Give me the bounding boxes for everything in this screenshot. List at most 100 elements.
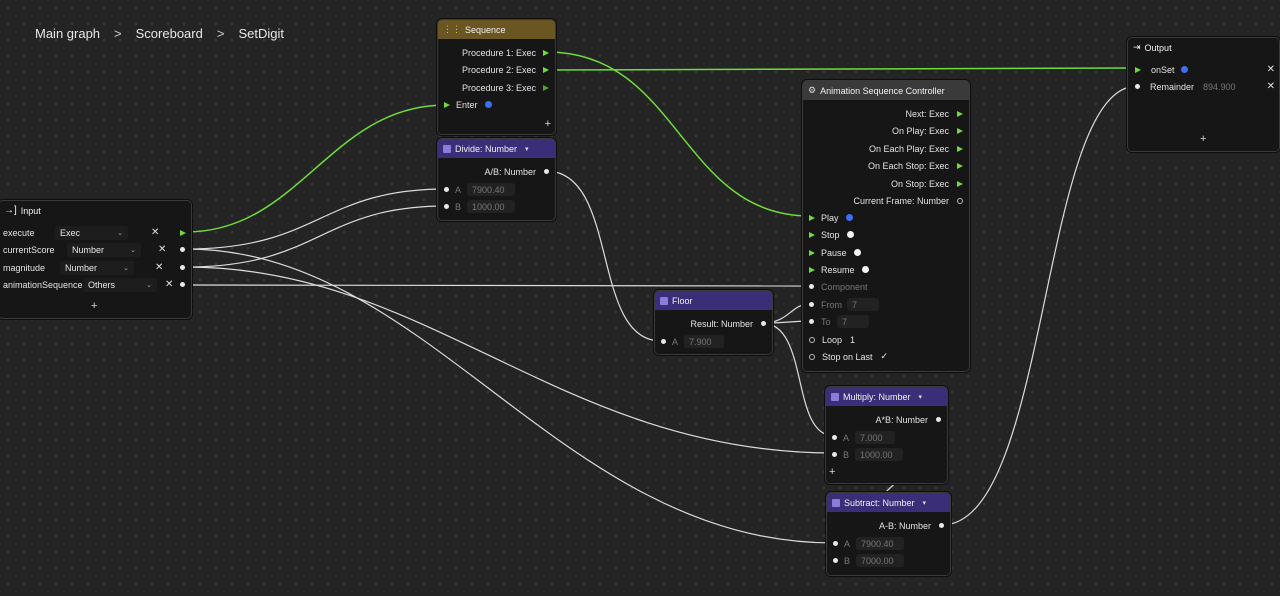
exec-output-pin[interactable] bbox=[957, 110, 963, 117]
data-output-pin[interactable] bbox=[761, 321, 766, 326]
remove-icon[interactable]: ✕ bbox=[1266, 81, 1275, 92]
data-output-pin[interactable] bbox=[939, 523, 944, 528]
exec-input-pin[interactable] bbox=[444, 101, 450, 108]
remove-icon[interactable]: ✕ bbox=[158, 244, 167, 255]
data-output-pin[interactable] bbox=[180, 265, 185, 270]
value-field[interactable]: 7000.00 bbox=[856, 554, 904, 567]
divide-input-a: A 7900.40 bbox=[444, 181, 515, 198]
trigger-button[interactable] bbox=[853, 249, 861, 256]
data-input-pin[interactable] bbox=[1135, 84, 1140, 89]
data-input-pin[interactable] bbox=[444, 187, 449, 192]
data-input-pin[interactable] bbox=[661, 339, 666, 344]
data-input-pin[interactable] bbox=[809, 302, 814, 307]
data-output-pin[interactable] bbox=[180, 247, 185, 252]
data-input-pin[interactable] bbox=[832, 435, 837, 440]
value-field[interactable]: 1000.00 bbox=[855, 448, 903, 461]
divide-node-header[interactable]: Divide: Number ▾ bbox=[438, 139, 555, 158]
floor-node[interactable]: Floor Result: Number A 7.900 bbox=[654, 290, 773, 355]
remove-icon[interactable]: ✕ bbox=[151, 227, 160, 238]
loop-field[interactable]: 1 bbox=[850, 334, 856, 345]
exec-output-pin[interactable] bbox=[957, 162, 963, 169]
exec-input-pin[interactable] bbox=[809, 266, 815, 273]
exec-input-pin[interactable] bbox=[1135, 66, 1141, 73]
value-field[interactable]: 7.000 bbox=[855, 431, 895, 444]
input-node[interactable]: →] Input execute Exec⌄ ✕ currentScore Nu… bbox=[0, 200, 192, 319]
sequence-node[interactable]: ⋮⋮ Sequence Procedure 1: Exec Procedure … bbox=[437, 19, 556, 135]
exec-output-pin[interactable] bbox=[543, 84, 549, 91]
remove-icon[interactable]: ✕ bbox=[155, 262, 164, 273]
animation-controller-node[interactable]: ⚙ Animation Sequence Controller Next: Ex… bbox=[802, 80, 970, 372]
data-input-pin[interactable] bbox=[833, 541, 838, 546]
exec-output-pin[interactable] bbox=[543, 49, 549, 56]
to-field[interactable]: 7 bbox=[837, 315, 869, 328]
data-input-pin[interactable] bbox=[833, 558, 838, 563]
anim-output-row: Next: Exec bbox=[905, 105, 963, 122]
sequence-output-row: Procedure 3: Exec bbox=[462, 79, 549, 96]
add-input-button[interactable]: + bbox=[829, 466, 836, 478]
subtract-node-header[interactable]: Subtract: Number ▾ bbox=[827, 493, 950, 512]
trigger-button[interactable] bbox=[861, 266, 869, 273]
chevron-down-icon[interactable]: ▾ bbox=[918, 393, 923, 401]
exec-output-pin[interactable] bbox=[543, 66, 549, 73]
sequence-node-header[interactable]: ⋮⋮ Sequence bbox=[438, 20, 555, 39]
type-select[interactable]: Others⌄ bbox=[83, 277, 157, 292]
data-input-pin[interactable] bbox=[809, 336, 815, 343]
type-select[interactable]: Exec⌄ bbox=[55, 225, 128, 240]
chevron-down-icon[interactable]: ▾ bbox=[922, 499, 927, 507]
connection-indicator-icon bbox=[484, 101, 492, 108]
type-select[interactable]: Number⌄ bbox=[67, 242, 141, 257]
value-field[interactable]: 7.900 bbox=[684, 335, 724, 348]
data-input-pin[interactable] bbox=[444, 204, 449, 209]
exec-output-pin[interactable] bbox=[957, 145, 963, 152]
exec-output-pin[interactable] bbox=[180, 229, 186, 236]
anim-stop-row: Stop bbox=[809, 226, 854, 243]
breadcrumb-main-graph[interactable]: Main graph bbox=[35, 26, 101, 41]
add-row-button[interactable]: + bbox=[91, 300, 98, 312]
anim-loop-row: Loop 1 bbox=[809, 331, 855, 348]
floor-node-header[interactable]: Floor bbox=[655, 291, 772, 310]
data-input-pin[interactable] bbox=[809, 284, 814, 289]
animation-controller-header[interactable]: ⚙ Animation Sequence Controller bbox=[803, 81, 969, 100]
exec-input-pin[interactable] bbox=[809, 249, 815, 256]
data-output-pin[interactable] bbox=[936, 417, 941, 422]
value-field[interactable]: 1000.00 bbox=[467, 200, 515, 213]
multiply-node[interactable]: Multiply: Number ▾ A*B: Number A 7.000 B… bbox=[825, 386, 948, 484]
floor-input-a: A 7.900 bbox=[661, 333, 724, 350]
wire-procedure1-to-play bbox=[546, 51, 811, 217]
subtract-node[interactable]: Subtract: Number ▾ A-B: Number A 7900.40… bbox=[826, 492, 951, 576]
remove-icon[interactable]: ✕ bbox=[165, 279, 174, 290]
output-node[interactable]: ⇥ Output onSet ✕ Remainder 894.900 ✕ + bbox=[1127, 37, 1280, 152]
output-node-header[interactable]: ⇥ Output bbox=[1128, 38, 1279, 57]
checkmark-icon[interactable]: ✓ bbox=[880, 351, 889, 361]
exec-output-pin[interactable] bbox=[957, 127, 963, 134]
data-input-pin[interactable] bbox=[809, 353, 815, 360]
multiply-node-title: Multiply: Number bbox=[843, 391, 911, 402]
trigger-button[interactable] bbox=[846, 231, 854, 238]
chevron-down-icon[interactable]: ▾ bbox=[525, 145, 529, 153]
animation-controller-title: Animation Sequence Controller bbox=[820, 85, 945, 96]
value-field[interactable]: 7900.40 bbox=[856, 537, 904, 550]
data-input-pin[interactable] bbox=[832, 452, 837, 457]
input-node-header[interactable]: →] Input bbox=[0, 201, 191, 220]
add-row-button[interactable]: + bbox=[1200, 133, 1207, 145]
data-output-pin[interactable] bbox=[957, 197, 963, 204]
value-field[interactable]: 7900.40 bbox=[467, 183, 515, 196]
divide-node[interactable]: Divide: Number ▾ A/B: Number A 7900.40 B… bbox=[437, 138, 556, 221]
remove-icon[interactable]: ✕ bbox=[1266, 64, 1275, 75]
add-output-button[interactable]: + bbox=[544, 118, 551, 130]
breadcrumb-setdigit[interactable]: SetDigit bbox=[238, 26, 284, 41]
multiply-node-header[interactable]: Multiply: Number ▾ bbox=[826, 387, 947, 406]
breadcrumb-scoreboard[interactable]: Scoreboard bbox=[135, 26, 203, 41]
input-row-name: currentScore bbox=[3, 244, 55, 255]
subtract-input-a: A 7900.40 bbox=[833, 535, 904, 552]
exec-input-pin[interactable] bbox=[809, 214, 815, 221]
data-output-pin[interactable] bbox=[180, 282, 185, 287]
wire-execute-to-enter bbox=[185, 104, 447, 233]
from-field[interactable]: 7 bbox=[847, 298, 879, 311]
exec-output-pin[interactable] bbox=[957, 180, 963, 187]
type-select[interactable]: Number⌄ bbox=[60, 260, 134, 275]
exec-input-pin[interactable] bbox=[809, 231, 815, 238]
sequence-node-title: Sequence bbox=[465, 24, 506, 35]
data-input-pin[interactable] bbox=[809, 319, 814, 324]
data-output-pin[interactable] bbox=[544, 169, 549, 174]
